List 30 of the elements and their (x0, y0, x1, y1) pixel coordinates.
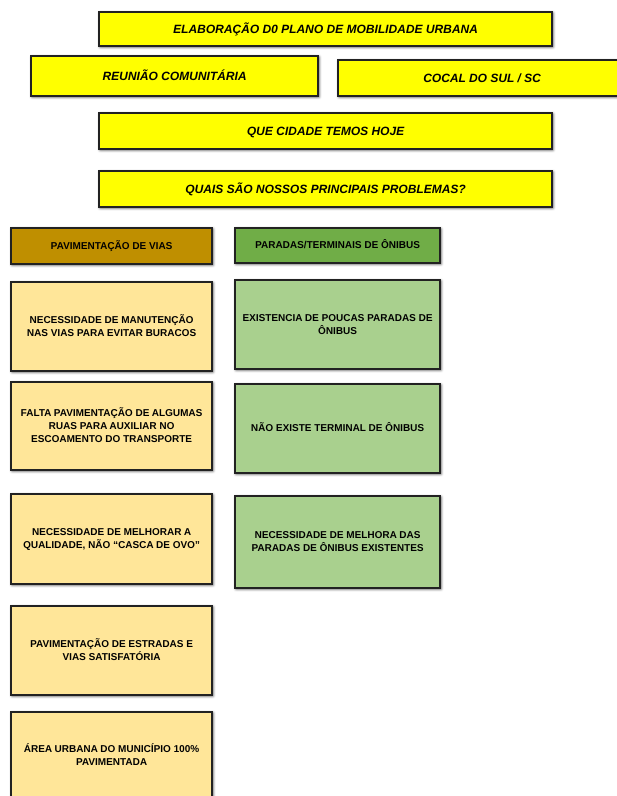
problem-text: NÃO EXISTE TERMINAL DE ÔNIBUS (250, 422, 426, 435)
problem-box (10, 605, 213, 696)
problem-text: EXISTENCIA DE POUCAS PARADAS DE ÔNIBUS (241, 312, 434, 338)
banner-text: QUAIS SÃO NOSSOS PRINCIPAIS PROBLEMAS? (184, 182, 467, 196)
problem-text: NECESSIDADE DE MELHORAR A QUALIDADE, NÃO “CASCA DE OVO” (22, 526, 201, 552)
banner-box (30, 55, 319, 97)
problem-box (234, 279, 441, 370)
problem-text: NECESSIDADE DE MELHORA DAS PARADAS DE ÔNIBUS EXISTENTES (250, 529, 425, 555)
banner-text: QUE CIDADE TEMOS HOJE (246, 124, 406, 138)
banner-box (98, 11, 553, 47)
problem-box (10, 711, 213, 796)
problem-box (10, 493, 213, 585)
problem-box (10, 281, 213, 372)
banner-box (337, 59, 617, 97)
banner-box (98, 112, 553, 150)
problem-box (234, 227, 441, 264)
problem-text: FALTA PAVIMENTAÇÃO DE ALGUMAS RUAS PARA AUXILIAR NO ESCOAMENTO DO TRANSPORTE (20, 406, 204, 446)
problem-text: PAVIMENTAÇÃO DE ESTRADAS E VIAS SATISFATÓRIA (29, 638, 194, 664)
problem-box (234, 495, 441, 589)
banner-text: REUNIÃO COMUNITÁRIA (102, 70, 248, 82)
problem-box (10, 381, 213, 471)
problem-box (234, 383, 441, 474)
problem-text: PARADAS/TERMINAIS DE ÔNIBUS (254, 239, 421, 252)
problem-text: NECESSIDADE DE MANUTENÇÃO NAS VIAS PARA EVITAR BURACOS (26, 314, 198, 340)
banner-text: ELABORAÇÃO D0 PLANO DE MOBILIDADE URBANA (172, 22, 479, 36)
problem-box (10, 227, 213, 265)
banner-box (98, 170, 553, 208)
problem-text: PAVIMENTAÇÃO DE VIAS (50, 240, 174, 252)
banner-text: COCAL DO SUL / SC (422, 72, 542, 84)
problem-text: ÁREA URBANA DO MUNICÍPIO 100% PAVIMENTADA (22, 743, 200, 769)
